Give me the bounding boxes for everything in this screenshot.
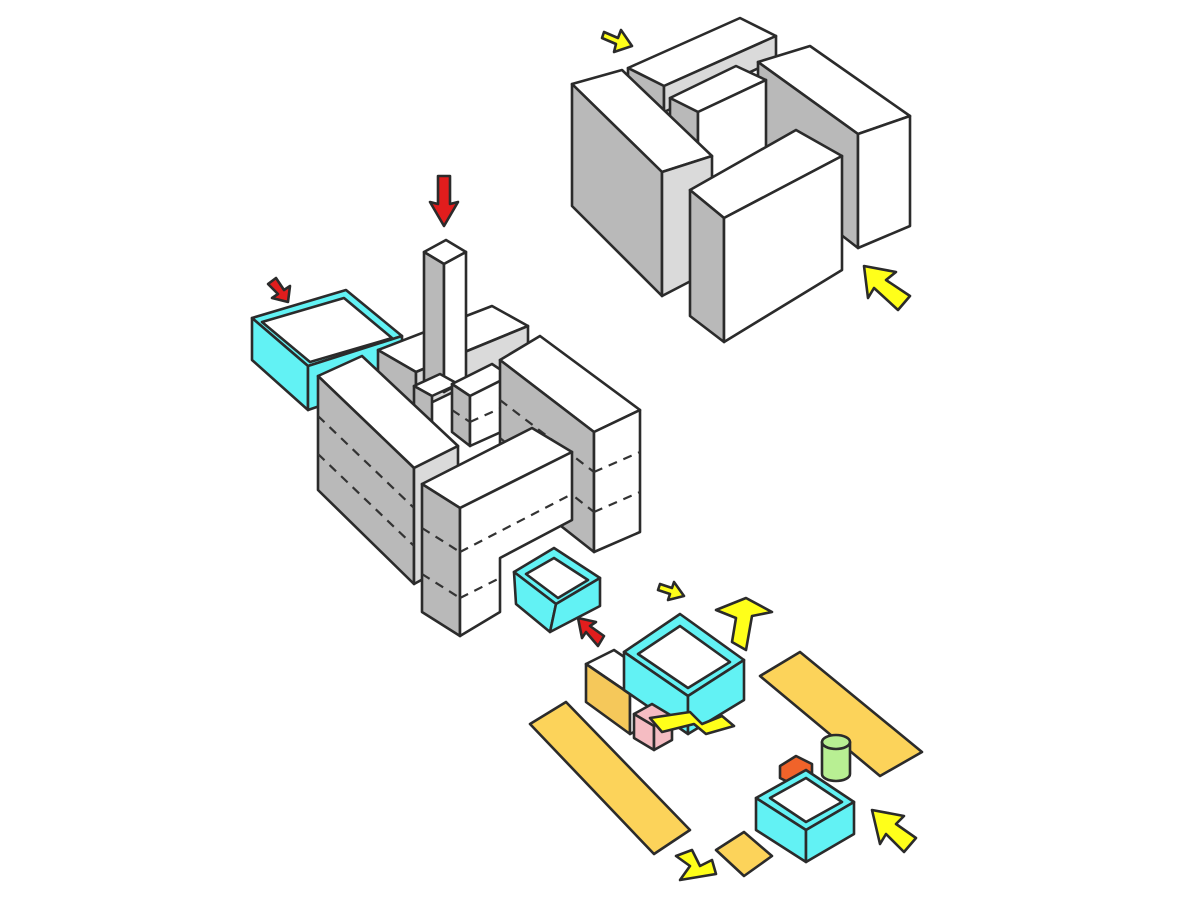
red-arrow-tower — [428, 174, 460, 228]
green-cylinder — [820, 733, 852, 783]
mass-tower — [422, 238, 468, 394]
mass-front-slab — [420, 426, 574, 638]
program-pieces-group — [528, 580, 924, 882]
yellow-arrow-bottom-entry — [870, 808, 918, 854]
open-volume-bottom — [754, 768, 856, 864]
yellow-arrow-small — [656, 580, 686, 602]
enclosing-slabs-group — [570, 16, 912, 344]
stacked-massing-group — [250, 174, 642, 648]
yellow-arrow-right-entry — [862, 264, 912, 312]
yellow-arrow-forked — [714, 596, 774, 652]
yellow-arrow-zigzag — [648, 710, 736, 736]
yellow-arrow-top — [600, 28, 634, 54]
open-volume-small — [512, 546, 602, 634]
ground-strip-left — [528, 700, 692, 856]
ground-pad-small — [714, 830, 774, 878]
open-volume-large — [622, 612, 746, 736]
yellow-arrow-bottom-left — [674, 848, 718, 882]
red-arrow-left — [266, 276, 292, 304]
red-arrow-bottom — [576, 616, 606, 648]
slab-front — [688, 128, 844, 344]
